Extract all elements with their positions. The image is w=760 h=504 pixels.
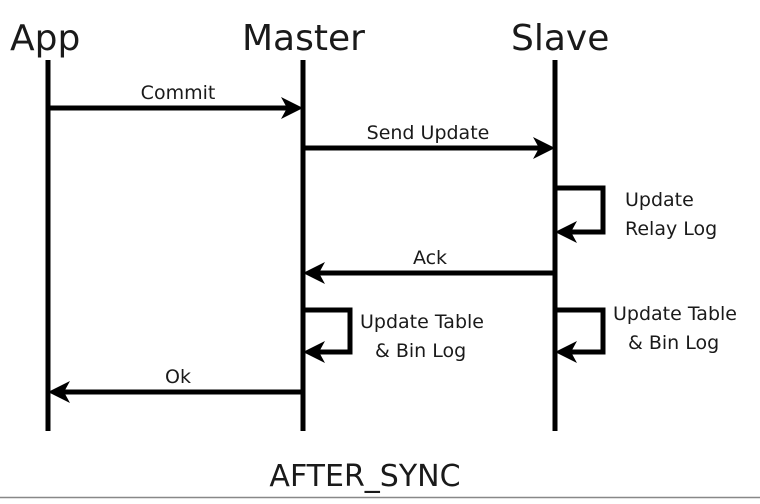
self-message-master-update-table-bin-log-arrowhead xyxy=(303,341,325,363)
self-message-master-update-table-bin-log: Update Table & Bin Log xyxy=(303,307,484,363)
message-send-update: Send Update xyxy=(303,122,555,159)
message-ok-arrowhead xyxy=(48,381,70,403)
self-message-update-relay-log-label-line2: Relay Log xyxy=(625,218,717,240)
message-ok-label: Ok xyxy=(165,366,191,388)
message-ack-arrowhead xyxy=(303,262,325,284)
self-message-slave-update-table-bin-log: Update Table & Bin Log xyxy=(555,303,737,363)
message-commit: Commit xyxy=(48,82,303,119)
message-send-update-label: Send Update xyxy=(367,122,490,144)
diagram-caption: AFTER_SYNC xyxy=(269,459,460,494)
message-commit-arrowhead xyxy=(281,97,303,119)
self-message-slave-update-table-bin-log-label-line1: Update Table xyxy=(613,303,737,325)
self-message-update-relay-log: Update Relay Log xyxy=(555,185,717,243)
message-send-update-arrowhead xyxy=(533,137,555,159)
actor-label-master: Master xyxy=(242,18,365,59)
self-message-slave-update-table-bin-log-label-line2: & Bin Log xyxy=(628,332,719,354)
self-message-update-relay-log-path xyxy=(555,185,606,235)
self-message-update-relay-log-label-line1: Update xyxy=(625,189,694,211)
self-message-master-update-table-bin-log-label-line2: & Bin Log xyxy=(375,340,466,362)
message-commit-label: Commit xyxy=(141,82,216,104)
self-message-master-update-table-bin-log-label-line1: Update Table xyxy=(360,311,484,333)
actor-label-slave: Slave xyxy=(511,18,609,59)
message-ack: Ack xyxy=(303,247,555,284)
message-ok: Ok xyxy=(48,366,303,403)
self-message-master-update-table-bin-log-path xyxy=(303,307,353,355)
self-message-slave-update-table-bin-log-arrowhead xyxy=(555,341,577,363)
message-ack-label: Ack xyxy=(413,247,447,269)
self-message-update-relay-log-arrowhead xyxy=(555,221,577,243)
self-message-slave-update-table-bin-log-path xyxy=(555,307,606,355)
actor-label-app: App xyxy=(10,18,80,59)
